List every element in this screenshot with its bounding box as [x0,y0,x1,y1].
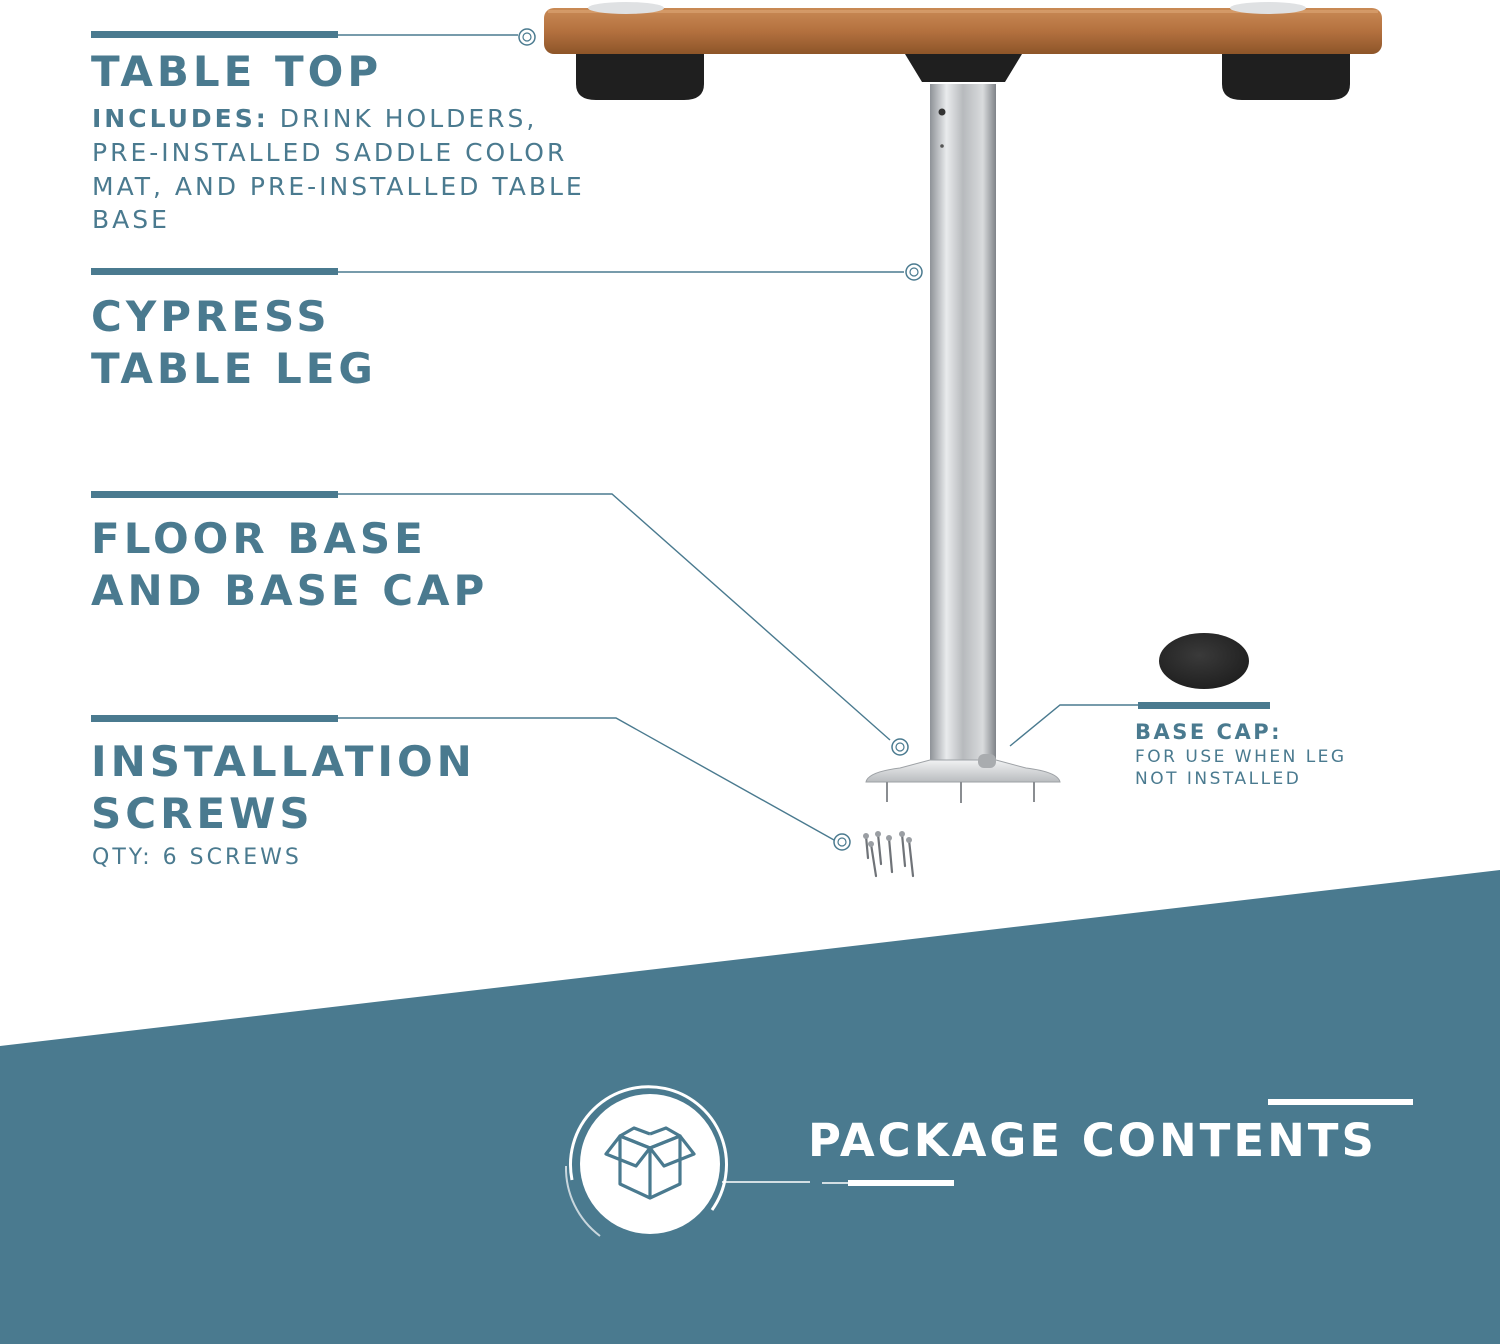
includes-text: DRINK HOLDERS, [268,104,538,133]
base-cap-title: BASE CAP: [1135,720,1282,744]
floor-base-image [865,754,1061,803]
base-cap-image [1159,633,1249,689]
screws-image [864,832,915,878]
table-top-line-4: BASE [92,205,170,234]
floor-base-title-1: FLOOR BASE [91,514,427,563]
table-leg-title-1: CYPRESS [91,292,331,341]
table-top-title: TABLE TOP [91,47,383,96]
package-icon-badge [564,1085,728,1237]
screws-title-2: SCREWS [91,789,314,838]
package-contents-title: PACKAGE CONTENTS [808,1114,1377,1167]
base-cap-note-1: FOR USE WHEN LEG [1135,747,1347,767]
table-top-line-3: MAT, AND PRE-INSTALLED TABLE [92,172,585,201]
table-top-includes: INCLUDES: DRINK HOLDERS, [92,102,537,136]
floor-base-title-2: AND BASE CAP [91,566,489,615]
table-leg-image [930,84,996,764]
screws-title-1: INSTALLATION [91,737,476,786]
includes-label: INCLUDES: [92,104,269,133]
blue-band [0,870,1500,1344]
open-box-icon [604,1126,696,1200]
base-cap-note-2: NOT INSTALLED [1135,769,1302,789]
screws-qty: QTY: 6 SCREWS [92,845,302,870]
table-leg-title-2: TABLE LEG [91,344,377,393]
table-top-image [544,2,1382,100]
table-top-line-2: PRE-INSTALLED SADDLE COLOR [92,138,568,167]
